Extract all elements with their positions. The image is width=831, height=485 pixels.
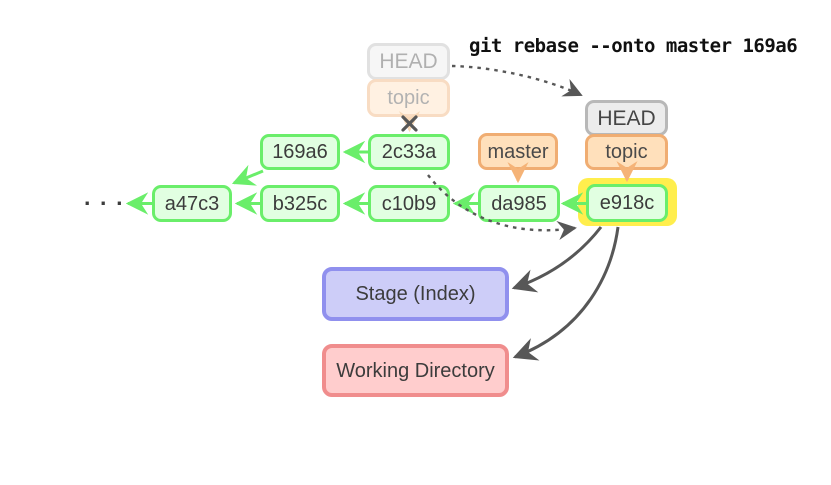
dashed-arrow-head-move [451, 64, 583, 97]
old-topic-label: topic [387, 87, 430, 109]
commit-node-b325c: b325c [260, 185, 340, 222]
commit-node-e918c: e918c [586, 184, 668, 222]
arrow-169a6-to-a47c3 [231, 164, 264, 186]
old-head-box: HEAD [367, 43, 450, 80]
arrow-e918c-to-working-directory [512, 226, 620, 361]
commit-label: 169a6 [272, 141, 328, 163]
commit-label: da985 [491, 192, 547, 215]
severed-pointer-x-mark [401, 115, 418, 132]
commit-node-a47c3: a47c3 [152, 185, 232, 222]
new-head-label: HEAD [597, 106, 656, 130]
commit-node-169a6: 169a6 [260, 134, 340, 170]
commit-node-c10b9: c10b9 [368, 185, 450, 222]
commit-label: 2c33a [381, 141, 437, 163]
old-topic-box: topic [367, 79, 450, 117]
master-ref-box: master [478, 133, 558, 170]
new-topic-box: topic [585, 134, 668, 170]
commit-label: b325c [272, 192, 328, 215]
new-topic-label: topic [605, 141, 648, 163]
git-command-text: git rebase --onto master 169a6 [469, 35, 798, 57]
stage-index-label: Stage (Index) [355, 283, 476, 305]
arrow-e918c-to-stage [511, 226, 603, 293]
master-label: master [487, 140, 549, 163]
new-head-box: HEAD [585, 100, 668, 136]
working-directory-box: Working Directory [322, 344, 509, 397]
stage-index-box: Stage (Index) [322, 267, 509, 321]
commit-node-da985: da985 [478, 185, 560, 222]
commit-label: a47c3 [164, 192, 220, 215]
commit-label: e918c [599, 192, 655, 214]
commit-node-2c33a: 2c33a [368, 134, 450, 170]
commit-label: c10b9 [381, 192, 437, 215]
old-head-label: HEAD [379, 50, 438, 73]
history-ellipsis: · · · [84, 190, 125, 216]
working-directory-label: Working Directory [336, 359, 495, 382]
